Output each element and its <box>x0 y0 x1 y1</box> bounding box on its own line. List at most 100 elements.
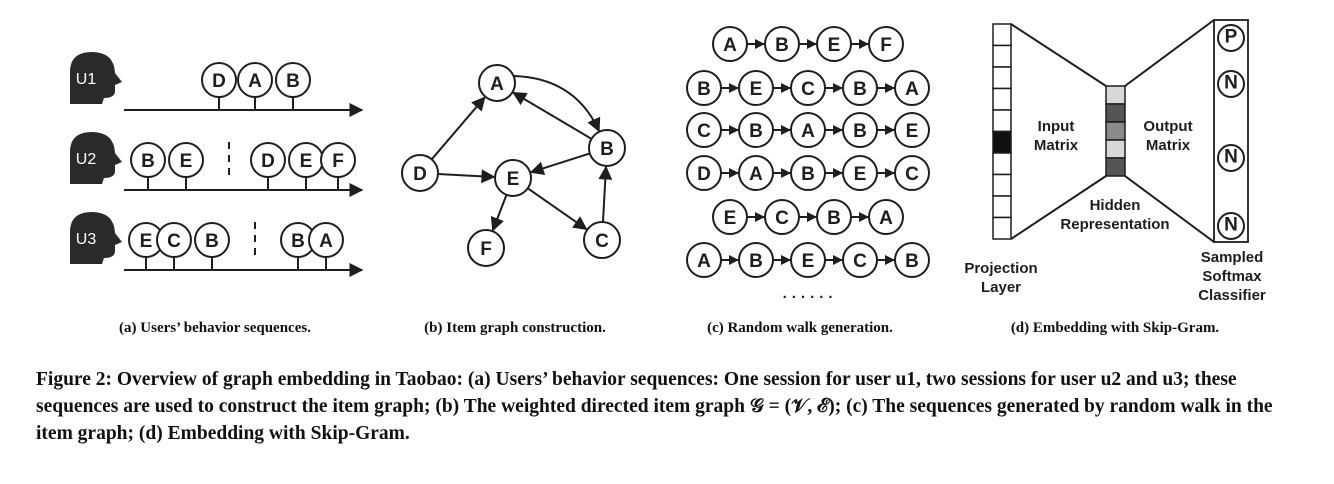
svg-text:C: C <box>853 251 867 272</box>
classifier-label: Sampled <box>1201 249 1264 266</box>
hidden-cell <box>1105 157 1126 177</box>
walk-node-E: E <box>842 155 878 191</box>
item-node-B: B <box>130 142 166 178</box>
svg-text:C: C <box>595 231 609 252</box>
svg-text:B: B <box>749 251 763 272</box>
edge-a-b <box>513 75 601 133</box>
edge-e-c <box>527 187 588 230</box>
svg-text:B: B <box>141 151 155 172</box>
svg-text:E: E <box>724 208 737 229</box>
panel-d-skip-gram: PNNNInputMatrixOutputMatrixHiddenReprese… <box>964 19 1266 304</box>
walk-node-B: B <box>764 26 800 62</box>
user-head-icon: U2 <box>70 132 122 184</box>
svg-text:B: B <box>205 231 219 252</box>
svg-text:E: E <box>180 151 193 172</box>
hidden-cell <box>1105 121 1126 141</box>
walk-node-A: A <box>790 112 826 148</box>
figure-caption: Figure 2: Overview of graph embedding in… <box>36 369 1273 444</box>
svg-text:A: A <box>490 74 504 95</box>
svg-text:E: E <box>854 164 867 185</box>
subcaption-d: (d) Embedding with Skip-Gram. <box>1011 320 1220 336</box>
walk-node-E: E <box>790 242 826 278</box>
user-label: U1 <box>76 71 97 88</box>
svg-text:B: B <box>286 71 300 92</box>
svg-text:A: A <box>697 251 711 272</box>
walk-node-E: E <box>738 70 774 106</box>
output-node-P: P <box>1217 24 1245 52</box>
svg-text:D: D <box>212 71 226 92</box>
svg-text:A: A <box>879 208 893 229</box>
walk-node-B: B <box>790 155 826 191</box>
projection-label: Layer <box>981 279 1021 296</box>
one-hot-cell <box>992 173 1012 197</box>
svg-text:E: E <box>828 35 841 56</box>
graph-node-E: E <box>494 159 532 197</box>
walk-node-D: D <box>686 155 722 191</box>
graph-node-B: B <box>588 129 626 167</box>
output-matrix-label: Output <box>1143 118 1192 135</box>
item-node-C: C <box>156 222 192 258</box>
item-node-F: F <box>320 142 356 178</box>
one-hot-cell <box>992 109 1012 133</box>
hidden-cell <box>1105 103 1126 123</box>
input-matrix-label: Matrix <box>1034 137 1079 154</box>
edge-b-e <box>529 152 591 176</box>
hidden-representation <box>1105 85 1126 177</box>
svg-text:N: N <box>1224 215 1238 236</box>
output-layer <box>1213 19 1249 243</box>
one-hot-cell <box>992 87 1012 111</box>
walk-node-B: B <box>842 70 878 106</box>
svg-text:A: A <box>749 164 763 185</box>
walk-node-B: B <box>842 112 878 148</box>
edge-d-a <box>430 96 486 160</box>
svg-text:A: A <box>248 71 262 92</box>
svg-text:E: E <box>507 169 520 190</box>
walk-node-B: B <box>894 242 930 278</box>
item-node-A: A <box>237 62 273 98</box>
edge-c-b <box>598 165 613 223</box>
svg-text:B: B <box>600 139 614 160</box>
edge-e-f <box>490 194 508 232</box>
svg-text:B: B <box>291 231 305 252</box>
walk-node-C: C <box>894 155 930 191</box>
edge-d-e <box>437 169 496 184</box>
walk-node-E: E <box>816 26 852 62</box>
walk-node-B: B <box>738 112 774 148</box>
user-label: U3 <box>76 231 97 248</box>
one-hot-cell <box>992 195 1012 219</box>
one-hot-cell <box>992 66 1012 90</box>
subcaption-a: (a) Users’ behavior sequences. <box>119 320 311 336</box>
user-label: U2 <box>76 151 97 168</box>
graph-node-A: A <box>478 64 516 102</box>
svg-text:E: E <box>140 231 153 252</box>
svg-text:B: B <box>697 79 711 100</box>
svg-text:N: N <box>1224 73 1238 94</box>
hidden-cell <box>1105 139 1126 159</box>
hidden-label: Representation <box>1060 216 1169 233</box>
item-node-A: A <box>308 222 344 258</box>
svg-text:B: B <box>801 164 815 185</box>
svg-text:C: C <box>167 231 181 252</box>
one-hot-cell <box>992 130 1012 154</box>
output-node-N: N <box>1217 212 1245 240</box>
svg-text:F: F <box>880 35 892 56</box>
hidden-label: Hidden <box>1090 197 1141 214</box>
svg-text:F: F <box>332 151 344 172</box>
svg-text:B: B <box>827 208 841 229</box>
item-node-B: B <box>275 62 311 98</box>
item-node-D: D <box>250 142 286 178</box>
subcaption-c: (c) Random walk generation. <box>707 320 893 336</box>
svg-text:C: C <box>775 208 789 229</box>
svg-text:C: C <box>905 164 919 185</box>
svg-text:C: C <box>697 121 711 142</box>
walk-node-A: A <box>738 155 774 191</box>
walk-node-E: E <box>894 112 930 148</box>
graph-node-C: C <box>583 221 621 259</box>
walk-node-A: A <box>712 26 748 62</box>
svg-text:E: E <box>300 151 313 172</box>
